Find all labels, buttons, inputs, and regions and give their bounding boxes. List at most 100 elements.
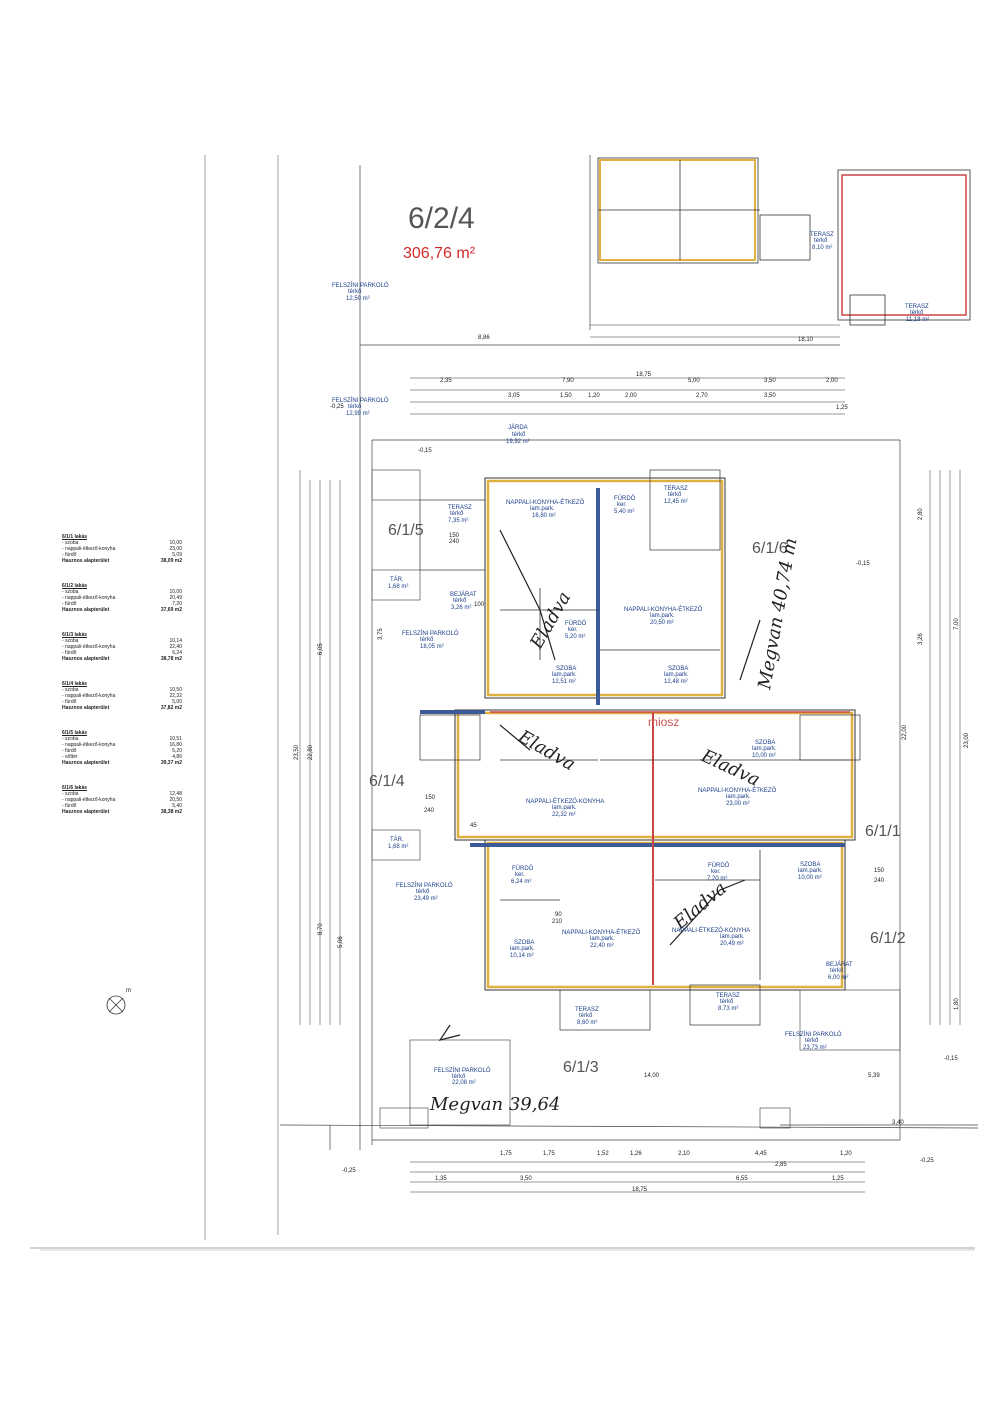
legend-title: 6/1/1 lakás (62, 534, 88, 540)
parking-left-b-name: FELSZÍNI PARKOLÓ (396, 882, 453, 889)
legend-row-label: - fürdő (62, 601, 77, 607)
dimension-labels: 18,75 2,35 7,90 5,00 3,50 2,00 3,05 1,50… (294, 335, 970, 1193)
dim-misc-2: 14,00 (644, 1073, 660, 1079)
dim-left-1: 22,80 (308, 744, 314, 760)
room-s5-area: 10,00 m² (798, 875, 822, 881)
legend-total-value: 38,78 m2 (160, 656, 182, 662)
handwriting-strokes (438, 529, 761, 1041)
room-n1-area: 16,80 m² (532, 513, 556, 519)
room-f1-name: FÜRDŐ (565, 620, 587, 627)
room-t5-mat: térkő (579, 1013, 593, 1019)
legend-row-label: - nappali-étkező-konyha (62, 546, 116, 552)
dim-misc-6: -0,25 (330, 404, 344, 410)
dim-misc-10: 90 (555, 912, 562, 918)
room-n5-name: NAPPALI-KONYHA-ÉTKEZŐ (562, 929, 641, 936)
room-b1-mat: térkő (453, 598, 467, 604)
legend-row-label: - fürdő (62, 748, 77, 754)
parking-left-a-area: 18,05 m² (420, 644, 444, 650)
room-s3-mat: lam.park. (752, 746, 777, 752)
dim-top2-6: 1,25 (836, 405, 848, 411)
dim-misc-11: 100 (474, 602, 485, 608)
parking-mid-name: FELSZÍNI PARKOLÓ (332, 397, 389, 404)
room-f1-mat: ker. (568, 627, 578, 633)
legend-row: - fürdő 7,20 (62, 601, 182, 607)
legend-row-label: - szoba (62, 791, 79, 797)
upper-building (597, 157, 971, 326)
room-s5-mat: lam.park. (798, 868, 823, 874)
room-f3-name: FÜRDŐ (708, 862, 730, 869)
legend-row-label: - fürdő (62, 552, 77, 558)
room-tar1-area: 1,68 m² (388, 584, 408, 590)
legend-row-value: 5,00 (172, 699, 182, 705)
legend-total-value: 37,82 m2 (160, 705, 182, 711)
dim-misc-6c: -0,25 (342, 1168, 356, 1174)
room-f3-area: 7,20 m² (707, 876, 727, 882)
legend-row-value: 20,49 (169, 595, 182, 601)
legend-total-label: Hasznos alapterület (62, 809, 110, 815)
legend-row-value: 7,20 (172, 601, 182, 607)
legend-total: Hasznos alapterület 38,38 m2 (62, 809, 182, 815)
legend-row-label: - előtér (62, 754, 78, 760)
room-t1-name: TERASZ (448, 505, 472, 511)
room-s2-name: SZOBA (668, 666, 688, 672)
unit-label-6-1-1: 6/1/1 (865, 823, 901, 840)
legend-row-value: 22,32 (169, 693, 182, 699)
handwriting-megvan-40: Megvan 40,74 m (754, 536, 801, 691)
legend-row: - fürdő 5,20 (62, 748, 182, 754)
legend-row-value: 10,00 (169, 589, 182, 595)
dim-bottom-0: 1,75 (500, 1151, 512, 1157)
room-t1-area: 7,35 m² (448, 518, 468, 524)
dim-bottom2-3: 6,55 (736, 1176, 748, 1182)
room-n3-area: 22,32 m² (552, 812, 576, 818)
dim-misc-0: 8,86 (478, 335, 490, 341)
room-t3-name: TERASZ (810, 232, 834, 238)
dim-misc-12: 45 (470, 823, 477, 829)
legend-row-label: - nappali-étkező-konyha (62, 644, 116, 650)
legend-row-label: - nappali-étkező-konyha (62, 742, 116, 748)
legend-total-value: 38,38 m2 (160, 809, 182, 815)
room-s4-area: 10,14 m² (510, 953, 534, 959)
legend-row-value: 5,20 (172, 748, 182, 754)
room-n1-name: NAPPALI-KONYHA-ÉTKEZŐ (506, 499, 585, 506)
dim-right-5: 1,80 (954, 998, 960, 1010)
main-building (419, 469, 861, 1031)
unit-label-6-1-5: 6/1/5 (388, 522, 424, 539)
dim-right-1: 23,00 (964, 732, 970, 748)
dim-bottom-2: 1,52 (597, 1151, 609, 1157)
legend-row-value: 5,40 (172, 803, 182, 809)
legend-row-value: 10,00 (169, 540, 182, 546)
dim-bottom-1: 1,75 (543, 1151, 555, 1157)
dim-top2-0: 3,05 (508, 393, 520, 399)
plot-area: 306,76 m² (403, 245, 476, 262)
handwriting-megvan-39: Megvan 39,64 (429, 1094, 560, 1115)
dim-bottom-3: 1,26 (630, 1151, 642, 1157)
watermark: miosz (648, 715, 679, 729)
unit-label-6-1-6: 6/1/6 (752, 540, 788, 557)
dim-bottom2-4: 1,25 (832, 1176, 844, 1182)
parking-left-b-mat: térkő (416, 889, 430, 895)
dim-top-5: 2,00 (826, 378, 838, 384)
dim-top2-3: 2,00 (625, 393, 637, 399)
room-n4-mat: lam.park. (726, 794, 751, 800)
dim-bottom2-0: 1,35 (435, 1176, 447, 1182)
handwriting-eladva-3: Eladva (669, 878, 731, 935)
room-b2-name: BEJÁRAT (826, 961, 853, 968)
parking-labels: FELSZÍNI PARKOLÓ térkő 12,50 m² FELSZÍNI… (332, 282, 842, 1086)
legend-total-value: 37,69 m2 (160, 607, 182, 613)
room-n3-name: NAPPALI-ÉTKEZŐ-KONYHA (526, 798, 604, 805)
legend-title: 6/1/4 lakás (62, 681, 88, 687)
room-t6-area: 11,18 m² (906, 317, 929, 323)
room-f1-area: 5,20 m² (565, 634, 585, 640)
dim-misc-7c: 150 (874, 868, 885, 874)
legend-row-label: - fürdő (62, 650, 77, 656)
